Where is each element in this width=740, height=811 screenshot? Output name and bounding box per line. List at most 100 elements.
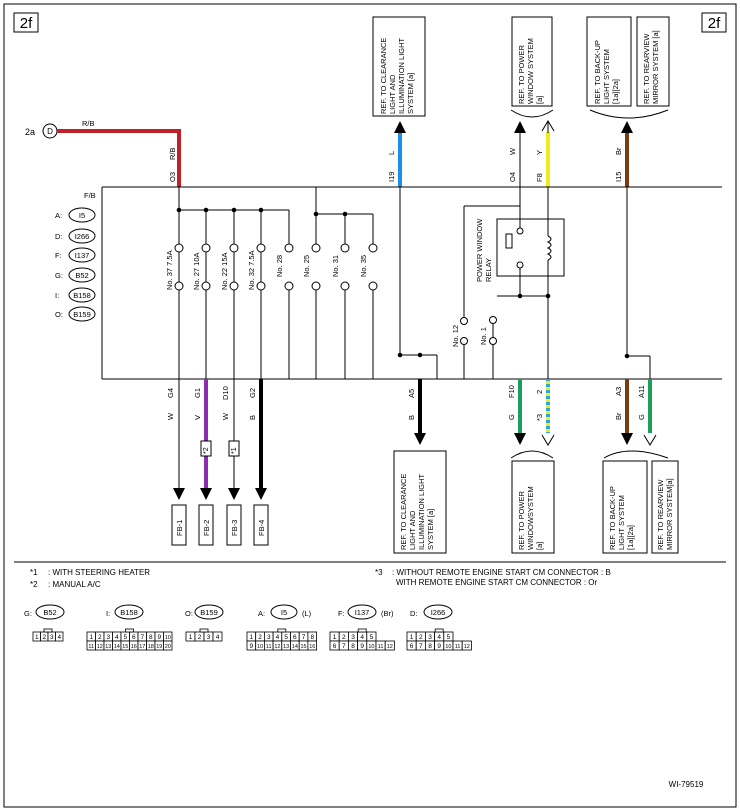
fb-label-1: FB-1 — [175, 520, 184, 536]
figure-id: WI-79519 — [669, 780, 704, 789]
pin-number: 6 — [293, 634, 297, 641]
view-id-o: B159 — [200, 608, 218, 617]
pin-cell — [384, 640, 395, 651]
ref-rearview-bottom-line2: MIRROR SYSTEM[a] — [665, 478, 674, 550]
connector-lock-tab — [43, 628, 53, 633]
bottom-pin-g4: G4 — [166, 388, 175, 398]
pin-number: 16 — [309, 644, 315, 650]
ref-backup-bottom-line3: [1a][2a] — [626, 525, 635, 550]
fb-box-3: FB-3 — [226, 504, 242, 546]
pin-number: 8 — [149, 634, 153, 641]
fuse-box-label: F/B — [84, 191, 96, 200]
bracket-backup-top — [589, 109, 669, 119]
ref-box-clearance-bottom: REF. TO CLEARANCE LIGHT AND ILLUMINATION… — [393, 450, 447, 554]
bracket-backup-bottom — [603, 450, 669, 459]
ref-clearance-top-line4: SYSTEM [a] — [406, 73, 415, 114]
pin-number: 12 — [274, 644, 280, 650]
ref-clearance-bottom-line2: LIGHT AND — [408, 510, 417, 550]
input-wire-color-vertical: R/B — [168, 147, 177, 160]
pin-number: 2 — [98, 634, 102, 641]
pin-number: 12 — [97, 644, 103, 650]
pin-number: 5 — [284, 634, 288, 641]
mark-2-text: *2 — [203, 447, 210, 454]
fuse-label-35: No. 35 — [359, 255, 368, 277]
pin-number: 10 — [368, 644, 374, 650]
view-key-a: A: — [258, 609, 265, 618]
legend-id-d: I266 — [75, 232, 90, 241]
pin-number: 1 — [410, 634, 414, 641]
ref-rearview-top-line2: MIRROR SYSTEM [a] — [651, 30, 660, 104]
ref-pw-bottom-line3: [a] — [535, 542, 544, 550]
note-2-text: : MANUAL A/C — [48, 580, 101, 589]
top-pin-i15: I15 — [614, 172, 623, 182]
pin-cell — [461, 640, 472, 651]
ref-pw-top-line2: WINDOW SYSTEM — [526, 38, 535, 104]
view-key-o: O: — [185, 609, 193, 618]
pin-number: 4 — [437, 634, 441, 641]
top-pin-y-color: Y — [535, 150, 544, 155]
ref-backup-top-line3: [1a][2a] — [611, 79, 620, 104]
pin-number: 1 — [333, 634, 337, 641]
pin-number: 20 — [165, 644, 171, 650]
pin-number: 9 — [360, 643, 364, 650]
pin-number: 2 — [419, 634, 423, 641]
connector-lock-tab — [199, 628, 209, 633]
ref-clearance-bottom-line3: ILLUMINATION LIGHT — [417, 473, 426, 550]
legend-key-o: O: — [55, 310, 63, 319]
fb-label-4: FB-4 — [257, 520, 266, 536]
pin-number: 2 — [258, 634, 262, 641]
pin-number: 7 — [342, 643, 346, 650]
fuse-label-37: No. 37 7.5A — [165, 250, 174, 290]
pin-number: 1 — [35, 634, 39, 641]
view-id-g: B52 — [43, 608, 56, 617]
bottom-pin-g1: G1 — [193, 388, 202, 398]
pin-number: 12 — [464, 644, 470, 650]
note-1-key: *1 — [30, 568, 38, 577]
bottom-color-g1: V — [193, 415, 202, 420]
ref-pw-bottom-line2: WINDOWSYSTEM — [526, 486, 535, 550]
ref-pw-top-line1: REF. TO POWER — [517, 45, 526, 104]
pin-number: 18 — [148, 644, 154, 650]
pin-number: 5 — [370, 634, 374, 641]
pin-number: 2 — [42, 634, 46, 641]
bracket-pw-top — [510, 109, 554, 118]
fb-label-3: FB-3 — [230, 520, 239, 536]
pin-cell — [307, 640, 317, 651]
pin-number: 6 — [132, 634, 136, 641]
bottom-pin-a5: A5 — [407, 389, 416, 398]
pin-number: 13 — [283, 644, 289, 650]
pin-number: 4 — [360, 634, 364, 641]
pin-number: 2 — [342, 634, 346, 641]
pin-number: 10 — [445, 644, 451, 650]
pin-number: 7 — [140, 634, 144, 641]
ref-clearance-bottom-line1: REF. TO CLEARANCE — [399, 474, 408, 550]
fuse-label-31: No. 31 — [331, 255, 340, 277]
pin-number: 1 — [89, 634, 93, 641]
pin-number: 3 — [428, 634, 432, 641]
pin-number: 1 — [189, 634, 193, 641]
bottom-color-f10: G — [507, 414, 516, 420]
corner-tag-right: 2f — [701, 12, 727, 33]
legend-id-o: B159 — [73, 310, 91, 319]
bottom-color-d10: W — [221, 412, 230, 420]
ref-clearance-top-line3: ILLUMINATION LIGHT — [397, 37, 406, 114]
bottom-color-g4: W — [166, 412, 175, 420]
bracket-pw-bottom — [510, 450, 554, 459]
ref-clearance-bottom-line4: SYSTEM [a] — [426, 509, 435, 550]
ref-backup-bottom-line2: LIGHT SYSTEM — [617, 495, 626, 550]
view-suffix-a: (L) — [302, 609, 312, 618]
input-connector-letter: D — [47, 127, 53, 136]
mark-1-text: *1 — [231, 447, 238, 454]
legend-id-f: I137 — [75, 251, 90, 260]
fuse-label-25: No. 25 — [302, 255, 311, 277]
ref-box-backup-bottom: REF. TO BACK-UP LIGHT SYSTEM [1a][2a] — [602, 460, 648, 554]
pin-number: 15 — [300, 644, 306, 650]
ref-pw-bottom-line1: REF. TO POWER — [517, 491, 526, 550]
bottom-pin-d10: D10 — [221, 386, 230, 400]
pin-number: 14 — [292, 644, 298, 650]
connector-lock-tab — [434, 628, 444, 633]
fb-label-2: FB-2 — [202, 520, 211, 536]
relay-label-line1: POWER WINDOW — [475, 218, 484, 282]
